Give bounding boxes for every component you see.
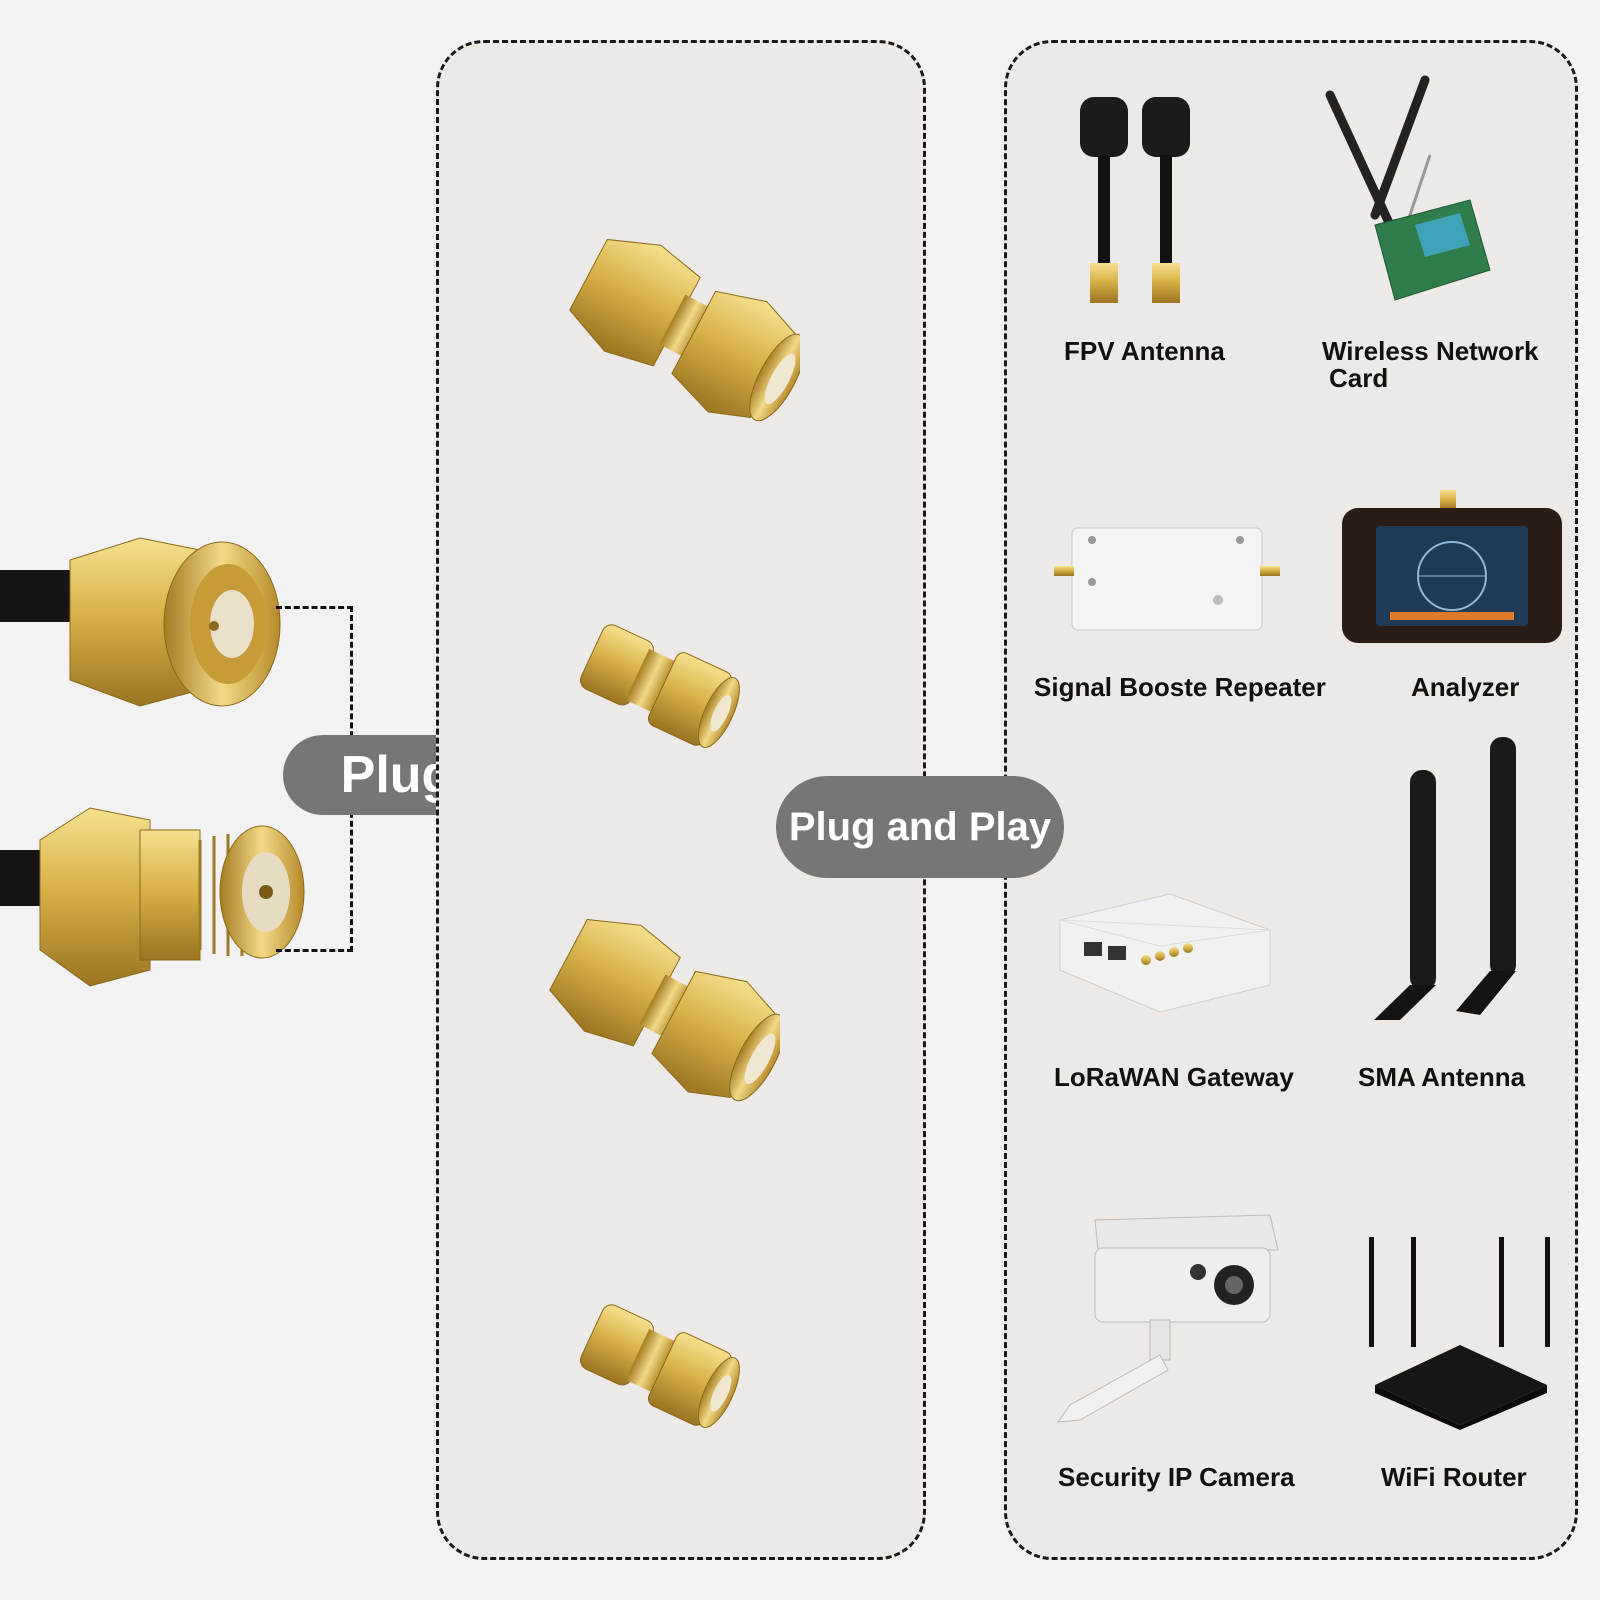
device-label: Analyzer xyxy=(1411,672,1520,702)
plug-and-play-badge: Plug and Play xyxy=(776,776,1064,878)
signal-booster-icon xyxy=(1050,520,1280,640)
device-label: Security IP Camera xyxy=(1058,1462,1295,1492)
adapter-rp-male-male xyxy=(540,905,786,1130)
network-card-icon xyxy=(1320,75,1500,310)
device-label: FPV Antenna xyxy=(1064,336,1225,366)
device-label-line2: Card xyxy=(1329,363,1389,393)
adapter-female-female xyxy=(575,605,745,765)
plug-and-play-label: Plug and Play xyxy=(788,804,1052,849)
male-cable-connector xyxy=(0,530,300,720)
female-cable-connector xyxy=(0,800,320,990)
analyzer-icon xyxy=(1340,490,1565,645)
device-label: Signal Booste Repeater xyxy=(1034,672,1326,702)
adapter-rp-female-female xyxy=(575,1285,745,1445)
fpv-antenna-icon xyxy=(1070,95,1230,315)
router-icon xyxy=(1365,1235,1555,1430)
device-label: Wireless Network xyxy=(1322,336,1539,366)
device-label: SMA Antenna xyxy=(1358,1062,1526,1092)
sma-antenna-icon xyxy=(1360,735,1520,1025)
device-label: WiFi Router xyxy=(1381,1462,1527,1492)
camera-icon xyxy=(1050,1210,1280,1440)
plug-label: Plug xyxy=(340,746,454,804)
device-label: LoRaWAN Gateway xyxy=(1054,1062,1294,1092)
gateway-icon xyxy=(1050,890,1275,1015)
adapter-male-male xyxy=(560,225,806,450)
